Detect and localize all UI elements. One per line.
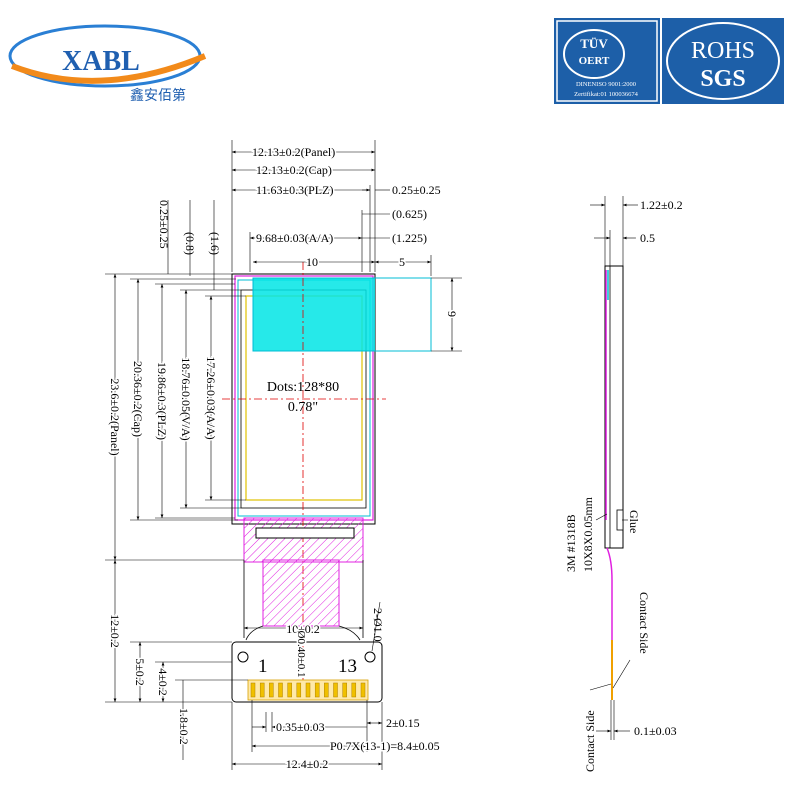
tuv-line1: DINENISO 9001:2000 xyxy=(576,81,636,88)
tuv-seal-icon xyxy=(563,29,625,79)
dim-cap-height: 20.36±0.2(Cap) xyxy=(131,361,145,437)
contact-pad xyxy=(333,682,338,698)
tuv-line2: Zertifikat:01 100036674 xyxy=(574,91,638,98)
top-dimensions: 12.13±0.2(Panel) 12.13±0.2(Cap) 11.63±0.… xyxy=(231,140,462,352)
dim-panel-width: 12.13±0.2(Panel) xyxy=(252,145,335,159)
dim-five: 5 xyxy=(399,255,405,269)
dim-total-width: 12.4±0.2 xyxy=(286,757,329,771)
dim-edge: 0.25±0.25 xyxy=(392,183,441,197)
dim-va-height: 18.76±0.05(V/A) xyxy=(179,357,193,440)
brand-cn: 鑫安佰第 xyxy=(130,87,186,104)
side-glass: 0.5 xyxy=(640,231,655,245)
brand-name: XABL xyxy=(62,46,140,77)
tape-label: 3M #1318B xyxy=(564,514,578,572)
logo-swoosh-orange xyxy=(10,53,207,84)
dim-18: 1.8±0.2 xyxy=(177,708,191,745)
dim-aa-width: 9.68±0.03(A/A) xyxy=(256,231,333,245)
dim-5: 5±0.2 xyxy=(133,658,147,686)
mount-hole-right xyxy=(364,651,376,663)
size-label: 0.78" xyxy=(288,400,318,415)
bottom-dimensions: 0.35±0.03 2±0.15 P0.7X(13-1)=8.4±0.05 12… xyxy=(231,700,441,773)
dim-nine: 9 xyxy=(445,311,459,317)
dim-aa-height: 17.26±0.03(A/A) xyxy=(204,356,218,439)
glue-label: Glue xyxy=(627,510,641,533)
fpc-center-label: Ø0.40±0.1 xyxy=(295,631,307,678)
contact-pad xyxy=(250,682,256,698)
dim-4: 4±0.2 xyxy=(156,668,170,696)
fpc-neck xyxy=(262,559,340,627)
contact-pad xyxy=(269,682,274,698)
rohs-sgs-badge: ROHS SGS xyxy=(662,18,784,104)
dim-plz-height: 19.86±0.3(PLZ) xyxy=(155,362,169,440)
fpc-tail xyxy=(231,641,383,703)
sgs-text: SGS xyxy=(700,66,745,92)
driver-ic xyxy=(255,527,355,539)
tuv-cert-badge: TÜV OERT DINENISO 9001:2000 Zertifikat:0… xyxy=(554,18,660,104)
dim-16: (1.6) xyxy=(208,232,222,255)
dim-cap-width: 12.13±0.2(Cap) xyxy=(256,163,332,177)
contact-pads xyxy=(250,682,366,698)
dots-label: Dots:128*80 xyxy=(267,380,339,395)
side-body xyxy=(604,265,624,549)
contact-side-bottom: Contact Side xyxy=(583,710,597,772)
contact-pad xyxy=(314,682,320,698)
pin1-label: 1 xyxy=(258,656,268,677)
tuv-sub: OERT xyxy=(579,55,610,67)
contact-pad xyxy=(278,682,283,698)
dim-gap2: (1.225) xyxy=(392,231,427,245)
front-view: Dots:128*80 0.78" 1 13 10±0.2 Ø0.40±0.1 … xyxy=(222,262,432,703)
side-view: 1.22±0.2 0.5 3M #1318B 10X8X0.05mm Glue … xyxy=(564,196,683,772)
fpc-width-label: 10±0.2 xyxy=(286,622,320,636)
dim-plz-width: 11.63±0.3(PLZ) xyxy=(256,183,333,197)
side-thickness: 1.22±0.2 xyxy=(640,198,683,212)
dim-pad-edge: 2±0.15 xyxy=(386,716,420,730)
contact-pad xyxy=(342,682,347,698)
tuv-title: TÜV xyxy=(580,36,608,51)
mount-hole-left xyxy=(237,651,249,663)
fpc-bond-area xyxy=(243,517,364,563)
tape-dim: 10X8X0.05mm xyxy=(581,496,595,572)
dim-panel-height: 23.6±0.2(Panel) xyxy=(108,378,122,455)
dim-gap1: (0.625) xyxy=(392,207,427,221)
dim-ten: 10 xyxy=(306,255,318,269)
dim-pitch: P0.7X(13-1)=8.4±0.05 xyxy=(330,739,440,753)
contact-pad xyxy=(287,682,292,698)
dim-pad-width: 0.35±0.03 xyxy=(276,720,325,734)
dim-tail: 12±0.2 xyxy=(108,614,122,648)
rohs-text: ROHS xyxy=(691,38,755,64)
contact-pad xyxy=(324,682,329,698)
contact-pad xyxy=(360,682,366,698)
contact-pad xyxy=(296,682,302,698)
pin13-label: 13 xyxy=(338,656,357,677)
company-logo: XABL 鑫安佰第 xyxy=(0,0,240,110)
fpc-thickness: 0.1±0.03 xyxy=(634,724,677,738)
highlight-extent xyxy=(252,277,432,352)
left-dimensions: 0.25±0.25 (0.8) (1.6) 23.6±0.2(Panel) 20… xyxy=(105,200,248,760)
contact-pad xyxy=(351,682,357,698)
contact-side-top: Contact Side xyxy=(637,592,651,654)
highlight-area xyxy=(253,278,375,351)
hole-label: 2-Ø1.0 xyxy=(371,608,385,642)
contact-pad xyxy=(259,682,265,698)
contact-pad xyxy=(305,682,311,698)
dim-edge-top: 0.25±0.25 xyxy=(157,200,171,249)
